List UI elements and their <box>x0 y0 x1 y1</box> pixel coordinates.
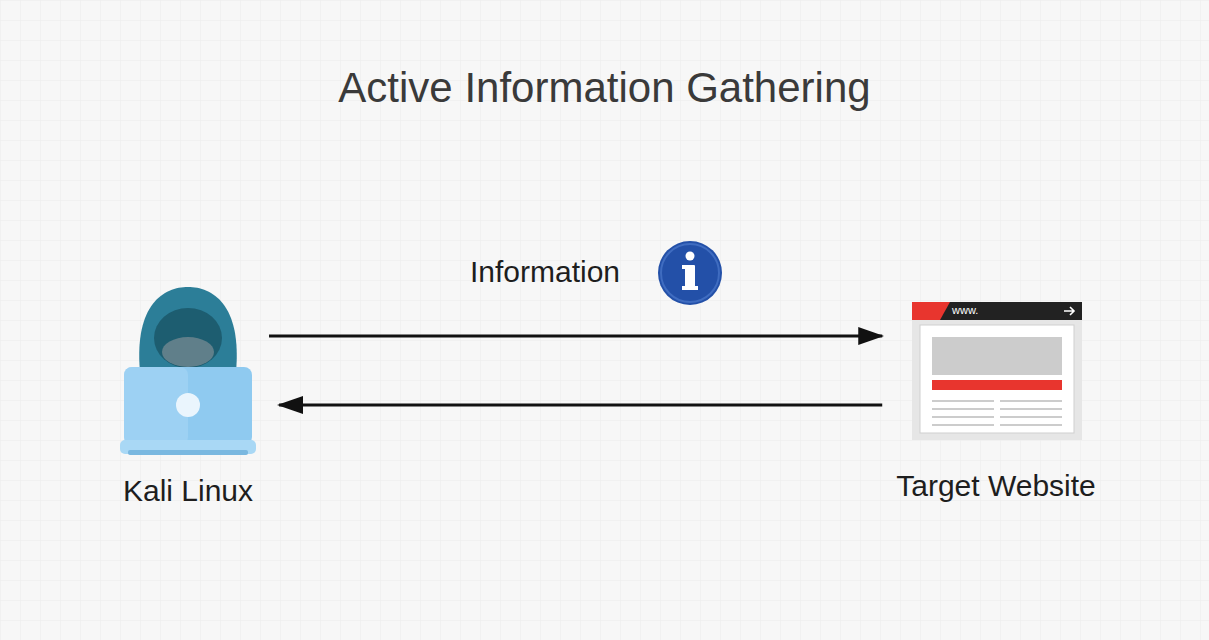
laptop-base <box>120 440 256 454</box>
info-ring <box>661 244 719 302</box>
node-label: Target Website <box>896 468 1096 504</box>
face-shape <box>162 337 214 367</box>
page-text-lines <box>932 401 1062 425</box>
edge-label: Information <box>470 254 620 290</box>
info-foot <box>682 286 698 290</box>
laptop-base-shadow <box>128 450 248 455</box>
icon-node: Target Website <box>886 296 1106 524</box>
node-label: Kali Linux <box>123 473 253 509</box>
browser-page <box>920 325 1074 433</box>
browser-frame <box>912 302 1082 440</box>
browser-go-arrow <box>1064 307 1074 315</box>
flow-arrow <box>269 335 882 338</box>
face-shadow <box>154 308 222 368</box>
hacker-icon <box>120 287 256 455</box>
page-banner <box>932 337 1062 375</box>
icon-node: Kali Linux <box>113 283 263 527</box>
info-serif <box>682 265 690 269</box>
page-red-bar <box>932 380 1062 390</box>
browser-tab <box>912 302 950 320</box>
url-label: www. <box>952 304 978 317</box>
laptop-logo <box>176 393 200 417</box>
diagram-title: Active Information Gathering <box>0 62 1209 114</box>
info-dot <box>686 252 695 261</box>
laptop-screen <box>124 367 252 445</box>
info-icon <box>658 241 722 305</box>
flow-arrow <box>279 404 882 407</box>
info-circle <box>658 241 722 305</box>
browser-bar <box>912 302 1082 320</box>
browser-icon <box>912 302 1082 440</box>
hood-shape <box>139 287 237 372</box>
